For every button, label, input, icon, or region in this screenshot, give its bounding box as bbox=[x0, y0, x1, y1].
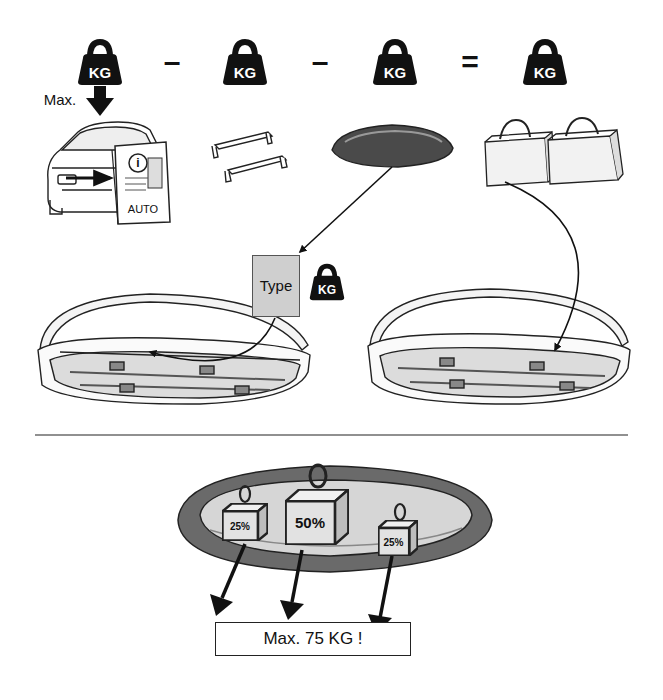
leader-arrow bbox=[300, 167, 392, 252]
roof-bars bbox=[212, 132, 287, 182]
open-roof-box bbox=[368, 289, 630, 404]
manual-booklet bbox=[112, 142, 170, 224]
weight-icon: KG bbox=[372, 38, 418, 86]
minus-sign: – bbox=[164, 45, 181, 79]
type-label: Type bbox=[252, 255, 301, 317]
load-share: 50% bbox=[295, 515, 325, 532]
load-weight: 25% bbox=[378, 520, 418, 556]
label-text: Max. 75 KG ! bbox=[263, 630, 362, 649]
minus-sign: – bbox=[312, 45, 329, 79]
leader-arrow bbox=[150, 318, 275, 361]
weight-icon: KG bbox=[309, 263, 345, 301]
label-text: Type bbox=[260, 278, 293, 295]
weight-unit: KG bbox=[89, 65, 112, 82]
max-label: Max. bbox=[44, 91, 77, 108]
bags bbox=[485, 118, 623, 186]
weight-unit: KG bbox=[534, 65, 557, 82]
manual-title: AUTO bbox=[128, 203, 158, 215]
weight-icon: KG bbox=[77, 38, 123, 86]
separator-line bbox=[35, 434, 628, 435]
load-weight: 25% bbox=[222, 503, 268, 541]
roof-box bbox=[332, 125, 453, 167]
load-arrows bbox=[222, 544, 392, 618]
weight-icon: KG bbox=[522, 38, 568, 86]
load-share: 25% bbox=[230, 521, 250, 532]
loaded-roof-box bbox=[178, 466, 492, 572]
max-load-box: Max. 75 KG ! bbox=[215, 622, 411, 656]
weight-unit: KG bbox=[384, 65, 407, 82]
load-weight: 50% bbox=[285, 489, 349, 545]
max-arrow bbox=[86, 86, 114, 116]
weight-unit: KG bbox=[318, 284, 336, 297]
leader-arrow bbox=[505, 182, 578, 350]
info-icon: i bbox=[136, 156, 139, 170]
weight-unit: KG bbox=[234, 65, 257, 82]
weight-icon: KG bbox=[222, 38, 268, 86]
load-share: 25% bbox=[383, 537, 403, 548]
equals-sign: = bbox=[461, 45, 479, 79]
